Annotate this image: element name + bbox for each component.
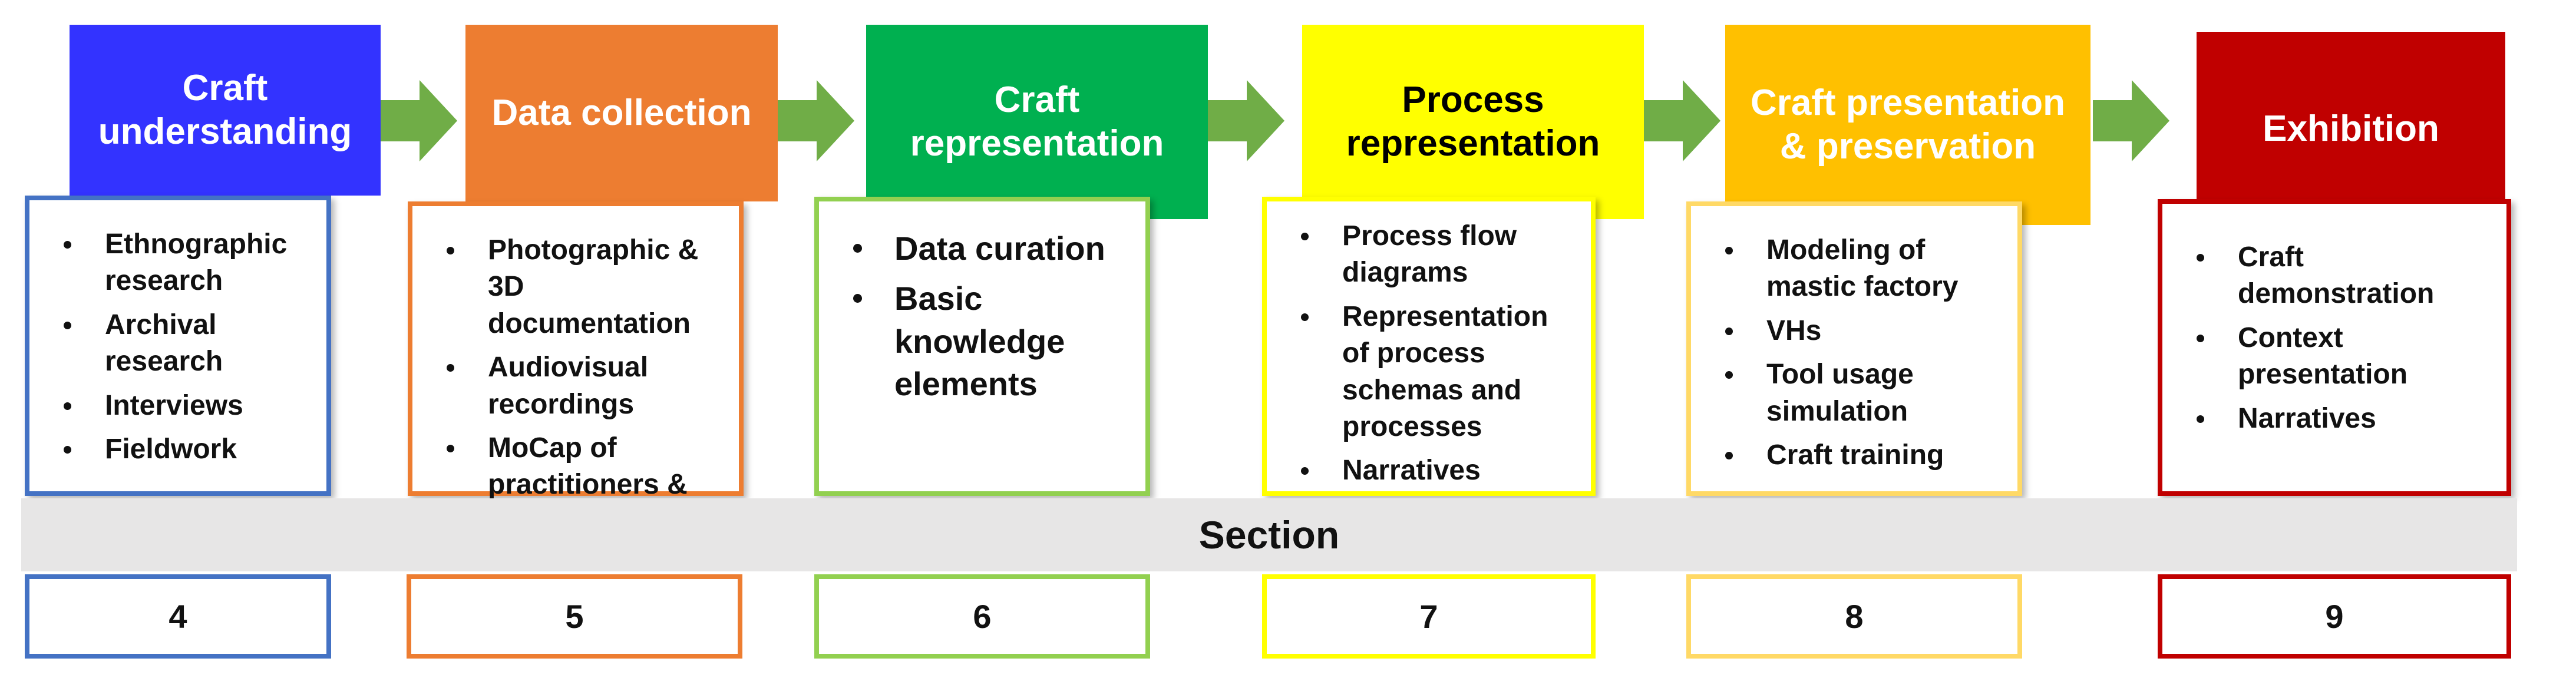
list-item: Narratives	[2197, 401, 2495, 437]
list-item: Tool usage simulation	[1725, 356, 2006, 430]
list-item: Photographic & 3D documentation	[447, 232, 727, 342]
section-label: Section	[1198, 513, 1340, 557]
arrow-right-icon	[2093, 80, 2169, 161]
stage-title: Process representation	[1346, 79, 1600, 164]
section-number-box: 9	[2158, 574, 2511, 659]
stage-title: Craft understanding	[98, 67, 352, 152]
section-number-box: 8	[1686, 574, 2022, 659]
list-item: Craft training	[1725, 437, 2006, 474]
stage-process-representation-header: Process representation	[1302, 25, 1644, 219]
stage-title: Exhibition	[2263, 108, 2439, 149]
stage-craft-presentation-header: Craft presentation & preservation	[1725, 25, 2090, 225]
list-item: Craft demonstration	[2197, 239, 2495, 313]
stage-title: Data collection	[491, 92, 752, 133]
section-number: 8	[1845, 598, 1864, 635]
arrow-right-icon	[381, 80, 457, 161]
list-item: Interviews	[64, 388, 315, 424]
stage-title: Craft presentation & preservation	[1751, 82, 2065, 167]
stage-craft-understanding-header: Craft understanding	[70, 25, 381, 196]
stage-craft-understanding-items: Ethnographic research Archival research …	[25, 196, 331, 496]
section-number: 9	[2325, 598, 2344, 635]
list-item: Process flow diagrams	[1301, 218, 1579, 292]
section-number: 6	[973, 598, 992, 635]
list-item: VHs	[1725, 313, 2006, 349]
list-item: Ethnographic research	[64, 226, 315, 300]
list-item: Fieldwork	[64, 431, 315, 468]
list-item: Modeling of mastic factory	[1725, 232, 2006, 306]
list-item: Narratives	[1301, 452, 1579, 489]
section-number-box: 4	[25, 574, 331, 659]
section-number-box: 5	[407, 574, 742, 659]
section-band: Section	[21, 498, 2517, 571]
list-item: Context presentation	[2197, 320, 2495, 393]
section-number-box: 6	[814, 574, 1150, 659]
stage-exhibition-items: Craft demonstration Context presentation…	[2158, 199, 2511, 496]
stage-data-collection-header: Data collection	[465, 25, 778, 201]
stage-data-collection-items: Photographic & 3D documentation Audiovis…	[408, 201, 744, 537]
list-item: Representation of process schemas and pr…	[1301, 299, 1579, 446]
stage-craft-representation-header: Craft representation	[866, 25, 1208, 219]
arrow-right-icon	[1208, 80, 1284, 161]
section-number: 7	[1419, 598, 1438, 635]
list-item: Basic knowledge elements	[853, 277, 1134, 406]
section-number: 4	[169, 598, 187, 635]
arrow-right-icon	[778, 80, 854, 161]
list-item: Audiovisual recordings	[447, 349, 727, 423]
stage-title: Craft representation	[910, 79, 1164, 164]
arrow-right-icon	[1644, 80, 1720, 161]
section-number: 5	[565, 598, 584, 635]
stage-process-representation-items: Process flow diagrams Representation of …	[1262, 197, 1596, 496]
list-item: Archival research	[64, 307, 315, 381]
section-number-box: 7	[1262, 574, 1596, 659]
stage-craft-presentation-items: Modeling of mastic factory VHs Tool usag…	[1686, 201, 2022, 496]
list-item: Data curation	[853, 227, 1134, 270]
stage-exhibition-header: Exhibition	[2197, 32, 2505, 226]
stage-craft-representation-items: Data curation Basic knowledge elements	[814, 197, 1150, 496]
